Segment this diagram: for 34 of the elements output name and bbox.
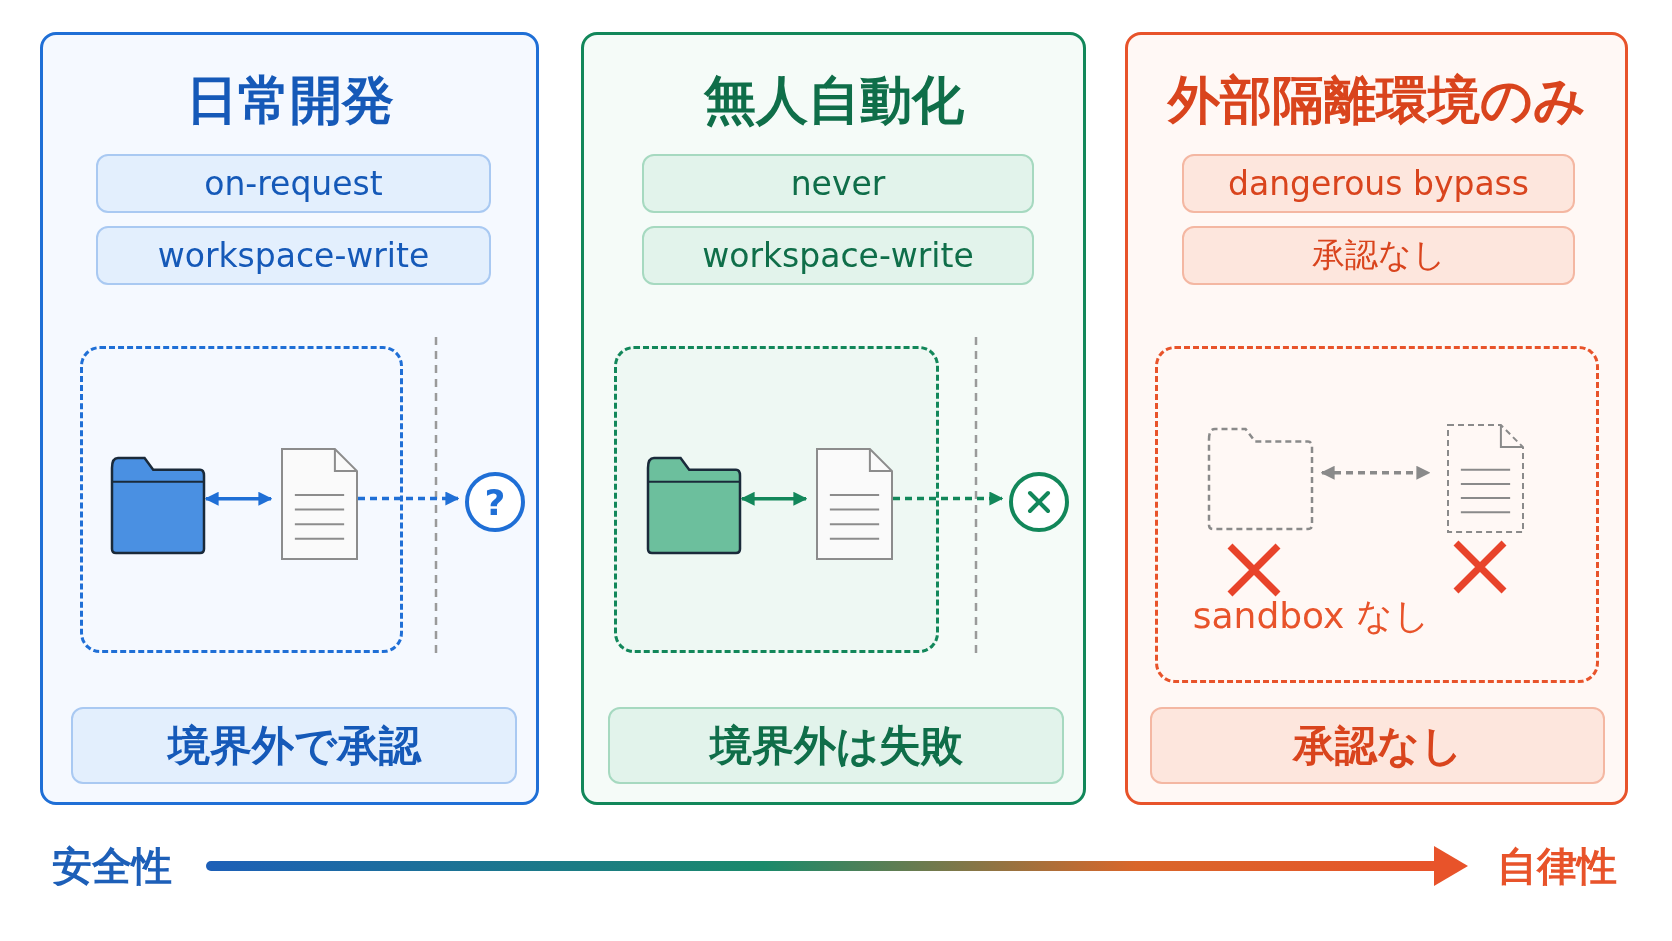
mode-panel xyxy=(40,32,539,805)
setting-pill: dangerous bypass xyxy=(1182,154,1575,213)
arrow xyxy=(740,491,808,506)
document-icon xyxy=(816,448,893,560)
sandbox-boundary xyxy=(1155,346,1599,683)
arrow xyxy=(358,491,460,506)
mode-panel xyxy=(581,32,1086,805)
arrow xyxy=(204,491,273,506)
setting-pill: on-request xyxy=(96,154,491,213)
panel-title: 無人自動化 xyxy=(702,69,965,132)
blocked-icon xyxy=(1009,472,1069,532)
mode-panel xyxy=(1125,32,1628,805)
result-banner: 境界外は失敗 xyxy=(608,707,1064,784)
question-mark-circle: ? xyxy=(465,472,525,532)
setting-pill: never xyxy=(642,154,1034,213)
setting-pill: workspace-write xyxy=(642,226,1034,285)
arrow xyxy=(1320,465,1431,480)
sandbox-boundary xyxy=(614,346,939,653)
axis-label: 自律性 xyxy=(1496,841,1618,891)
setting-pill: 承認なし xyxy=(1182,226,1575,285)
arrow xyxy=(893,491,1004,506)
document-icon xyxy=(1447,424,1524,533)
result-banner: 承認なし xyxy=(1150,707,1605,784)
sandbox-label: sandbox なし xyxy=(1191,593,1431,638)
folder-icon xyxy=(110,456,206,555)
folder-icon xyxy=(1207,427,1314,531)
panel-title: 外部隔離環境のみ xyxy=(1166,69,1587,132)
axis-label: 安全性 xyxy=(51,841,173,891)
panel-title: 日常開発 xyxy=(184,69,395,132)
document-icon xyxy=(281,448,358,560)
setting-pill: workspace-write xyxy=(96,226,491,285)
folder-icon xyxy=(646,456,742,555)
sandbox-boundary xyxy=(80,346,403,653)
result-banner: 境界外で承認 xyxy=(71,707,517,784)
